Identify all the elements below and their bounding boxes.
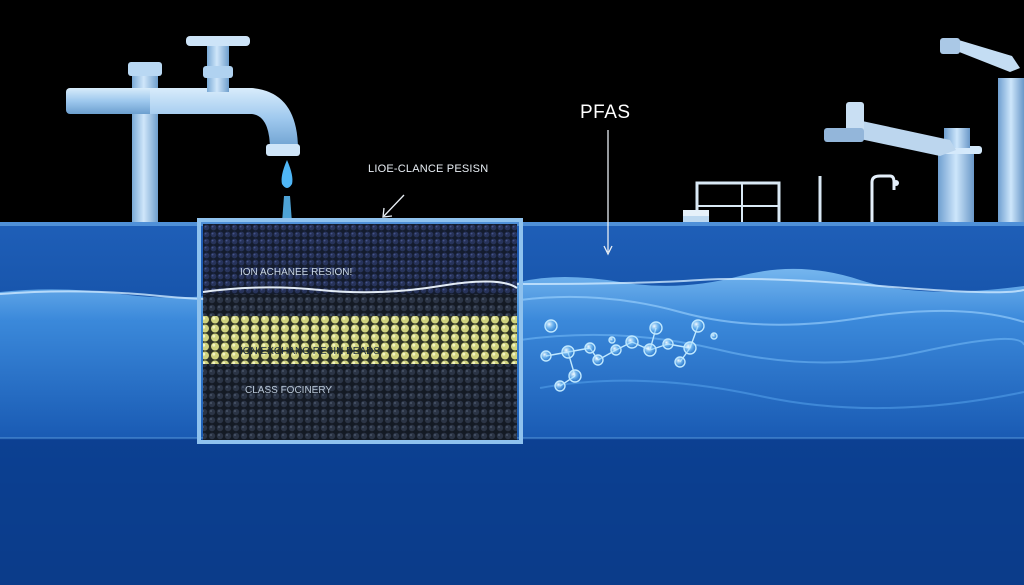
resin-layer-label-bottom: CLASS FOCINERY (245, 385, 333, 396)
pfas-molecule-icon (540, 319, 718, 392)
pfas-label: PFAS (580, 102, 631, 123)
resin-layer-label-beads: ION EXCHANG RESIN BEADS (240, 346, 381, 357)
arrow-icon (382, 130, 613, 256)
resin-column (197, 218, 523, 444)
resin-layer-label-top: ION ACHANEE RESION! (240, 267, 353, 278)
resin-callout-label: LIOE-CLANCE PESISN (368, 163, 489, 175)
faucet-icon (66, 36, 300, 238)
